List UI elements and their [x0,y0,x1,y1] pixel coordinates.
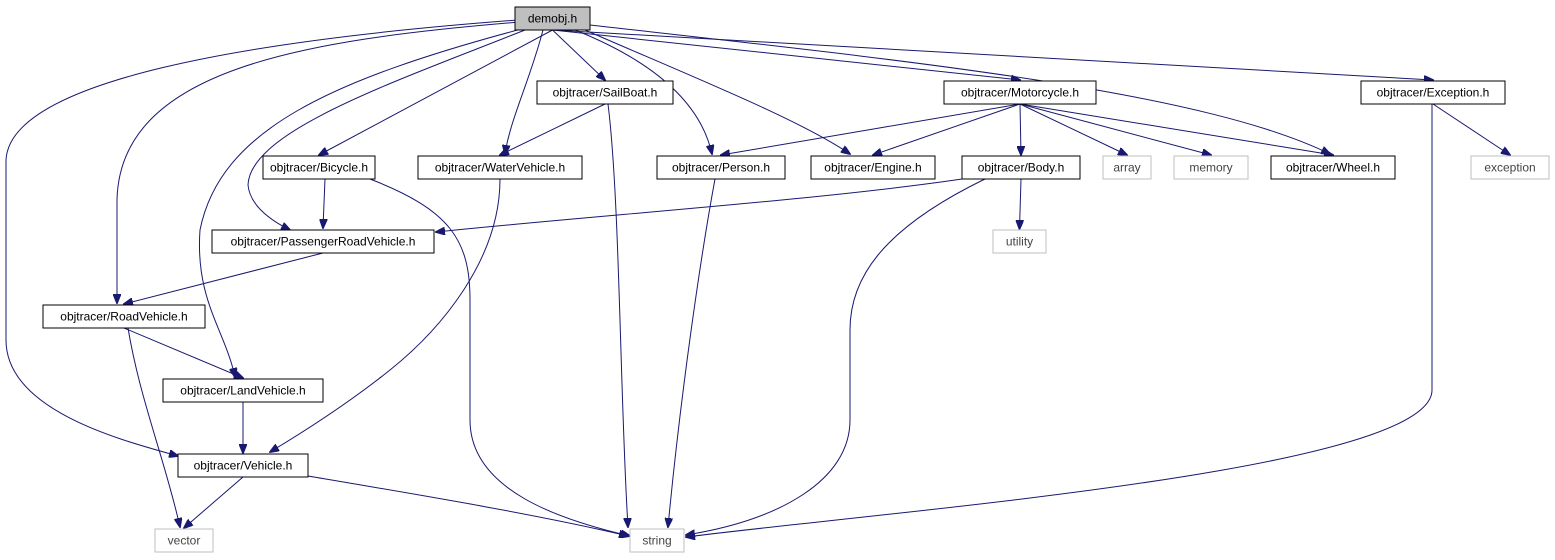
edge-roadvehicle-landvehicle [123,327,243,378]
edge-motorcycle-body [1020,103,1021,155]
node-box-bicycle [262,155,376,180]
node-utility[interactable]: utility [992,229,1047,254]
node-roadvehicle[interactable]: objtracer/RoadVehicle.h [42,304,206,329]
node-bicycle[interactable]: objtracer/Bicycle.h [262,155,376,180]
node-label-bicycle: objtracer/Bicycle.h [270,161,368,175]
edge-person-string [668,178,716,527]
edge-demobj-passenger [247,27,531,230]
node-box-engine [810,155,936,180]
node-box-person [656,155,786,180]
edge-motorcycle-memory [1019,103,1211,155]
node-memory[interactable]: memory [1173,155,1249,180]
edge-demobj-sailboat [552,29,606,80]
edge-bicycle-string [369,178,630,536]
edge-motorcycle-engine [873,103,1021,155]
node-wheel[interactable]: objtracer/Wheel.h [1270,155,1396,180]
node-demobj[interactable]: demobj.h [514,6,591,31]
node-label-landvehicle: objtracer/LandVehicle.h [180,384,305,398]
node-array[interactable]: array [1102,155,1152,180]
node-label-passenger: objtracer/PassengerRoadVehicle.h [231,235,416,249]
node-box-passenger [211,229,435,254]
edge-motorcycle-person [721,103,1021,155]
node-exception[interactable]: exception [1470,155,1550,180]
edge-passenger-roadvehicle [124,252,324,304]
edge-demobj-wheel [589,24,1330,154]
node-label-person: objtracer/Person.h [672,161,770,175]
edge-demobj-landvehicle [198,27,526,377]
edge-roadvehicle-vector [127,327,180,527]
edge-body-utility [1020,178,1022,229]
node-landvehicle[interactable]: objtracer/LandVehicle.h [162,378,324,403]
node-label-demobj: demobj.h [528,12,577,26]
edge-motorcycle-array [1019,103,1127,155]
nodes-layer: demobj.h objtracer/SailBoat.h objtracer/Mo… [42,6,1550,553]
edge-demobj-exception_h [552,29,1434,80]
node-box-array [1102,155,1152,180]
node-label-roadvehicle: objtracer/RoadVehicle.h [60,310,187,324]
node-watervehicle[interactable]: objtracer/WaterVehicle.h [417,155,583,180]
edge-body-string [686,178,986,535]
edge-bicycle-passenger [323,178,325,228]
node-label-memory: memory [1189,161,1232,175]
node-box-motorcycle [943,80,1097,105]
node-person[interactable]: objtracer/Person.h [656,155,786,180]
node-label-engine: objtracer/Engine.h [824,161,921,175]
edge-demobj-bicycle [319,29,553,155]
node-box-landvehicle [162,378,324,403]
node-box-exception_h [1360,80,1506,105]
edge-vehicle-string [307,475,628,536]
node-box-memory [1173,155,1249,180]
edge-demobj-watervehicle [505,29,544,154]
node-box-utility [992,229,1047,254]
node-label-watervehicle: objtracer/WaterVehicle.h [435,161,565,175]
node-label-sailboat: objtracer/SailBoat.h [553,86,658,100]
node-string[interactable]: string [629,528,685,553]
node-vehicle[interactable]: objtracer/Vehicle.h [177,453,309,478]
edge-sailboat-string [607,103,628,527]
node-label-exception: exception [1484,161,1535,175]
node-label-string: string [642,534,671,548]
node-box-string [629,528,685,553]
node-label-vehicle: objtracer/Vehicle.h [194,459,293,473]
node-body[interactable]: objtracer/Body.h [961,155,1081,180]
edge-vehicle-vector [184,476,244,528]
edge-body-passenger [436,178,963,232]
edge-demobj-engine [584,29,850,154]
edge-sailboat-watervehicle [500,103,606,155]
edge-watervehicle-vehicle [270,178,501,452]
node-engine[interactable]: objtracer/Engine.h [810,155,936,180]
node-box-sailboat [536,80,674,105]
node-box-demobj [514,6,591,31]
node-label-vector: vector [168,534,201,548]
node-box-vector [154,528,214,553]
node-exception_h[interactable]: objtracer/Exception.h [1360,80,1506,105]
node-label-exception_h: objtracer/Exception.h [1377,86,1490,100]
node-box-vehicle [177,453,309,478]
node-motorcycle[interactable]: objtracer/Motorcycle.h [943,80,1097,105]
node-box-roadvehicle [42,304,206,329]
node-label-array: array [1113,161,1140,175]
node-label-motorcycle: objtracer/Motorcycle.h [961,86,1079,100]
node-label-wheel: objtracer/Wheel.h [1286,161,1380,175]
node-label-body: objtracer/Body.h [978,161,1065,175]
edge-motorcycle-wheel [1019,103,1333,155]
edge-exception_h-exception [1432,103,1510,155]
node-box-watervehicle [417,155,583,180]
node-box-exception [1470,155,1550,180]
edge-demobj-vehicle [5,19,519,456]
edges-layer [5,19,1510,537]
node-box-body [961,155,1081,180]
edge-demobj-roadvehicle [117,21,521,303]
node-vector[interactable]: vector [154,528,214,553]
node-passenger[interactable]: objtracer/PassengerRoadVehicle.h [211,229,435,254]
node-sailboat[interactable]: objtracer/SailBoat.h [536,80,674,105]
edge-demobj-motorcycle [552,29,1021,80]
node-box-wheel [1270,155,1396,180]
node-label-utility: utility [1006,235,1033,249]
edge-exception_h-string [686,104,1433,537]
